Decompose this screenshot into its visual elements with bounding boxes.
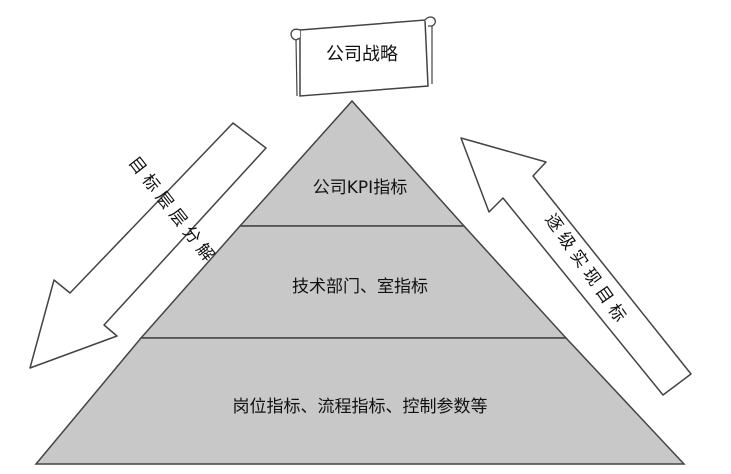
strategy-label: 公司战略 <box>326 44 398 65</box>
strategy-scroll <box>290 16 436 97</box>
tier-middle-label: 技术部门、室指标 <box>292 277 428 297</box>
left-arrow <box>29 122 267 369</box>
pyramid-tier-top <box>238 99 466 227</box>
tier-top-label: 公司KPI指标 <box>312 178 408 198</box>
pyramid-tier-bottom <box>34 337 686 465</box>
tier-bottom-label: 岗位指标、流程指标、控制参数等 <box>232 397 488 417</box>
right-arrow <box>460 137 692 396</box>
